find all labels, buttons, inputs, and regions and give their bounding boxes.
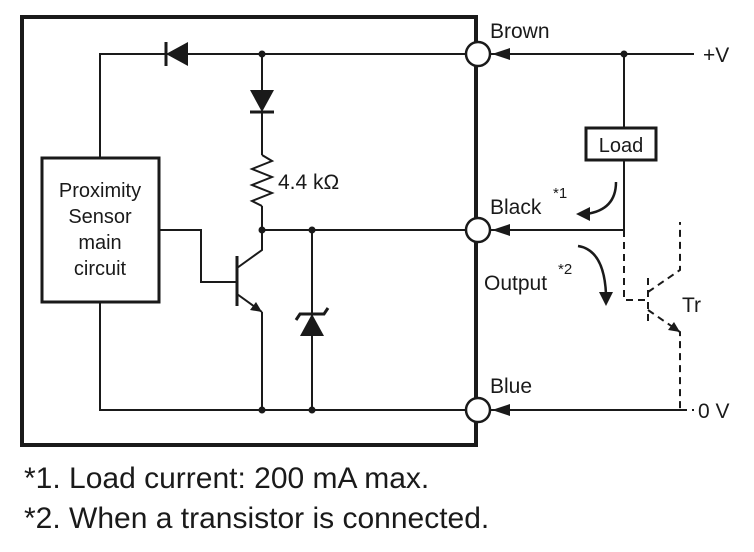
load-box — [584, 126, 658, 162]
terminal-blue — [464, 396, 492, 424]
sensor-label-line4: circuit — [74, 258, 127, 280]
footnote-2: *2. When a transistor is connected. — [24, 502, 489, 535]
arrow-into-brown — [492, 48, 510, 60]
terminal-brown — [464, 40, 492, 68]
load-label: Load — [599, 135, 644, 157]
black-note-label: *1 — [553, 185, 567, 202]
junction-dot — [258, 50, 266, 58]
wire-bottom-rail — [99, 302, 466, 411]
wire-top-rail — [99, 53, 466, 158]
positive-supply-label: +V — [703, 44, 729, 67]
black-label: Black — [490, 196, 542, 219]
junction-dot — [258, 406, 266, 414]
sensor-label-line2: Sensor — [68, 206, 132, 228]
transistor-label: Tr — [682, 294, 701, 317]
blue-label: Blue — [490, 375, 532, 398]
output-note-label: *2 — [558, 261, 572, 278]
arrow-into-black — [492, 224, 510, 236]
load-current-arrow — [585, 181, 618, 216]
resistor — [249, 154, 275, 207]
zero-supply-label: 0 V — [698, 400, 730, 423]
output-label: Output — [484, 272, 547, 295]
output-current-arrowhead — [599, 292, 613, 306]
diode-vertical — [250, 90, 274, 114]
footnote-1: *1. Load current: 200 mA max. — [24, 462, 429, 495]
sensor-main-circuit-box — [40, 156, 161, 304]
zener-diode — [294, 307, 330, 336]
load-current-arrowhead — [576, 207, 590, 221]
sensor-label-line1: Proximity — [59, 180, 141, 202]
resistor-label: 4.4 kΩ — [278, 171, 339, 194]
wire-base — [159, 229, 237, 283]
brown-label: Brown — [490, 20, 550, 43]
output-current-arrow — [577, 244, 608, 295]
npn-transistor — [235, 230, 263, 313]
dashed-transistor — [623, 222, 694, 411]
arrow-into-blue — [492, 404, 510, 416]
diode-top — [164, 42, 188, 66]
junction-dot — [308, 406, 316, 414]
sensor-label-line3: main — [78, 232, 121, 254]
terminal-black — [464, 216, 492, 244]
